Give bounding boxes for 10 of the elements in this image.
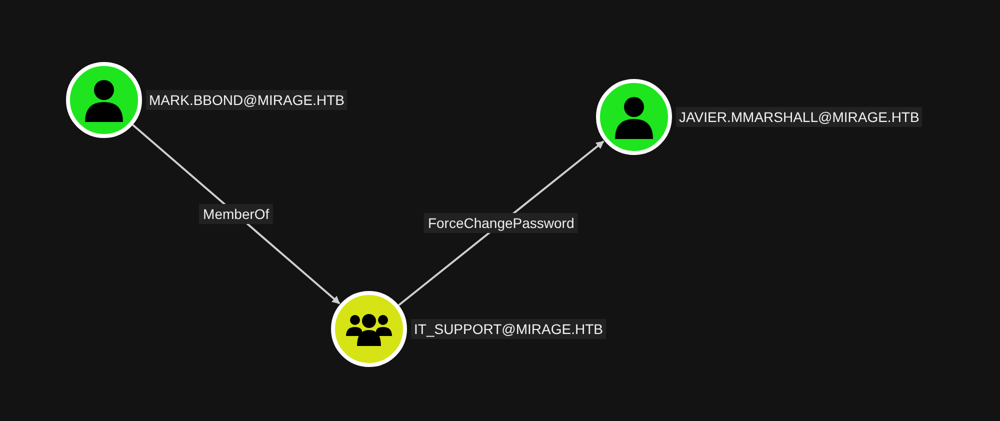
edge-label: MemberOf — [199, 204, 274, 224]
group-node — [331, 291, 606, 367]
arrow — [398, 140, 604, 306]
node-label: JAVIER.MMARSHALL@MIRAGE.HTB — [676, 107, 922, 127]
node-label: IT_SUPPORT@MIRAGE.HTB — [411, 319, 606, 339]
user-node — [66, 62, 348, 138]
arrow — [132, 124, 340, 304]
edge-label: ForceChangePassword — [424, 213, 578, 234]
node-label: MARK.BBOND@MIRAGE.HTB — [146, 90, 348, 110]
user-node — [596, 79, 922, 155]
